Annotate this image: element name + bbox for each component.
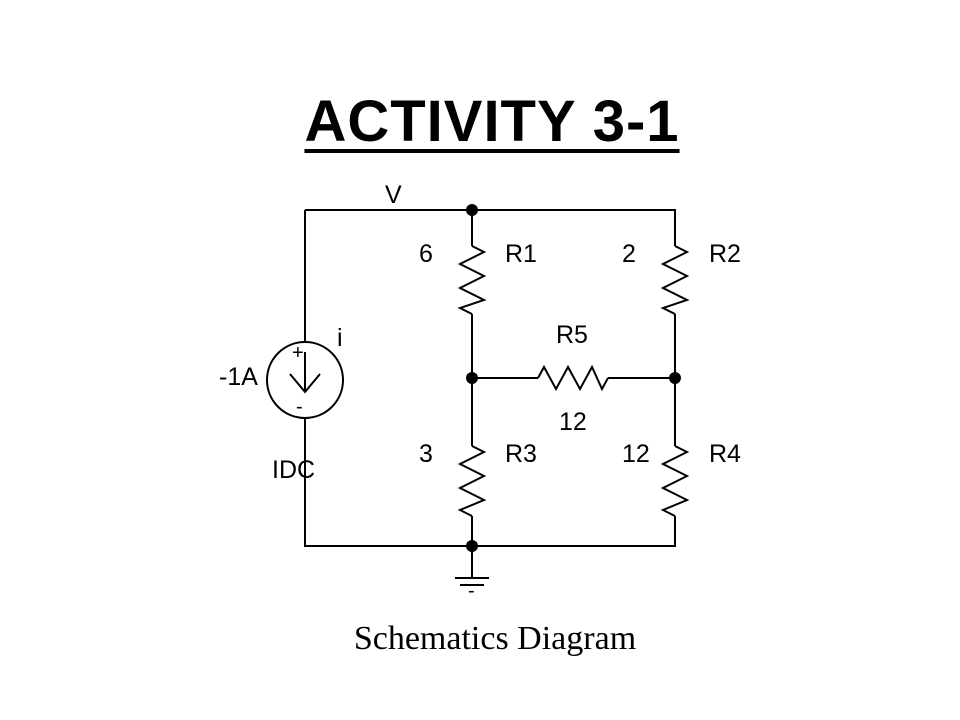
r1-name: R1 (505, 240, 537, 268)
junction-node-ground (466, 540, 478, 552)
source-minus-sign: - (296, 396, 303, 418)
current-source-symbol (266, 341, 344, 419)
resistor-r1-symbol (457, 245, 487, 315)
resistor-r2-symbol (660, 245, 690, 315)
source-current-label: i (337, 324, 343, 352)
resistor-r3-symbol (457, 445, 487, 517)
title-text: ACTIVITY 3-1 (304, 89, 680, 154)
current-source-arrow-head (289, 373, 321, 394)
source-value: -1A (219, 363, 258, 391)
r4-name: R4 (709, 440, 741, 468)
wire-left-bottom (304, 418, 676, 547)
r2-name: R2 (709, 240, 741, 268)
r5-value: 12 (559, 408, 587, 436)
resistor-r4-symbol (660, 445, 690, 517)
junction-node-mid-left (466, 372, 478, 384)
resistor-r5-symbol (537, 364, 609, 392)
r3-value: 3 (419, 440, 433, 468)
r4-value: 12 (622, 440, 650, 468)
node-label-v: V (385, 181, 402, 209)
r1-value: 6 (419, 240, 433, 268)
r3-name: R3 (505, 440, 537, 468)
r5-name: R5 (556, 321, 588, 349)
ground-mark: - (468, 580, 475, 602)
source-plus-sign: + (292, 342, 304, 364)
diagram-caption: Schematics Diagram (353, 620, 637, 657)
source-name: IDC (272, 456, 315, 484)
r2-value: 2 (622, 240, 636, 268)
slide-title: ACTIVITY 3-1 (0, 88, 960, 155)
wire-top (305, 209, 676, 246)
junction-node-mid-right (669, 372, 681, 384)
junction-node-v (466, 204, 478, 216)
